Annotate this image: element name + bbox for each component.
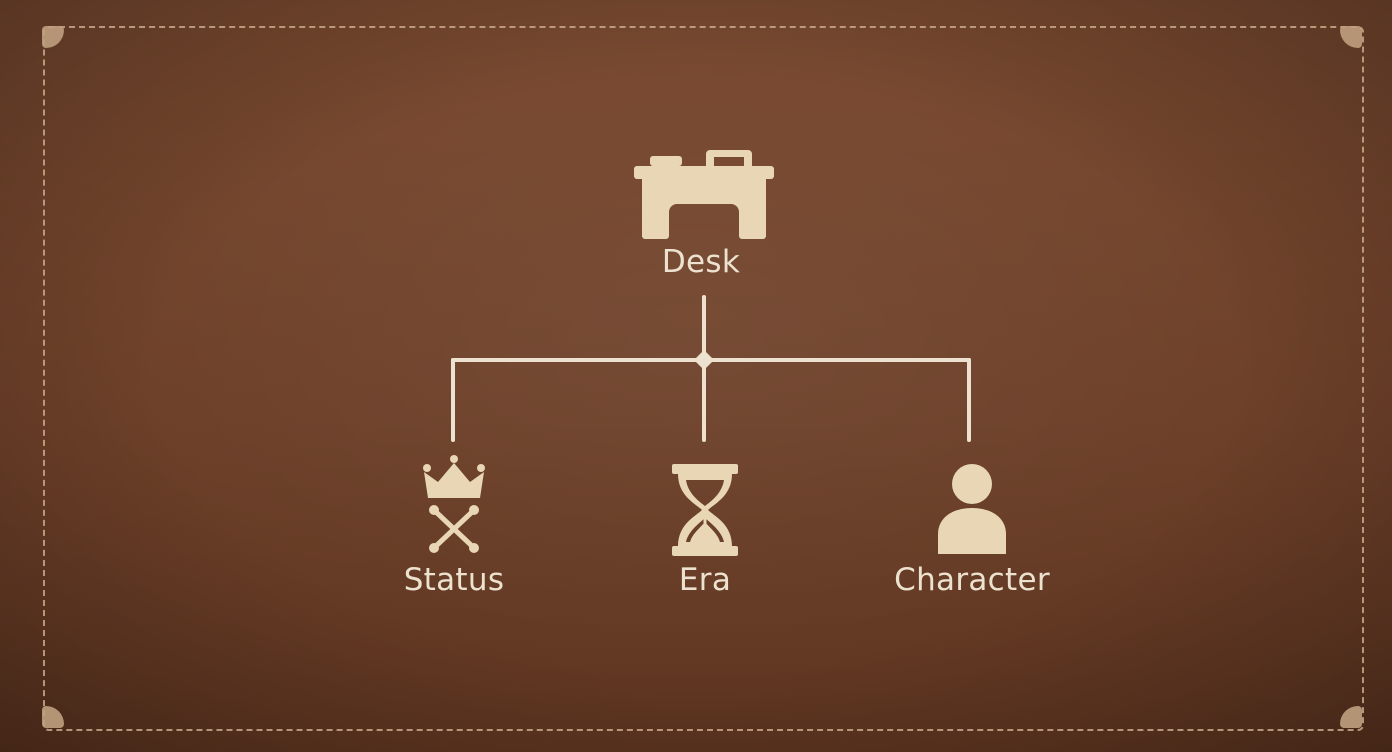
node-label-desk: Desk (661, 244, 741, 280)
corner-tab-top-right (1340, 26, 1362, 48)
corner-tab-top-left (42, 26, 64, 48)
person-icon (938, 464, 1006, 554)
desk-icon (634, 150, 774, 239)
node-label-status: Status (403, 562, 505, 598)
node-label-era: Era (678, 562, 732, 598)
node-label-character: Character (894, 562, 1050, 598)
crown-crossbones-icon (423, 455, 485, 553)
junction-diamond (694, 350, 714, 370)
stitched-border (43, 26, 1364, 731)
corner-tab-bottom-left (42, 706, 64, 728)
corner-tab-bottom-right (1340, 706, 1362, 728)
hourglass-icon (672, 464, 738, 556)
